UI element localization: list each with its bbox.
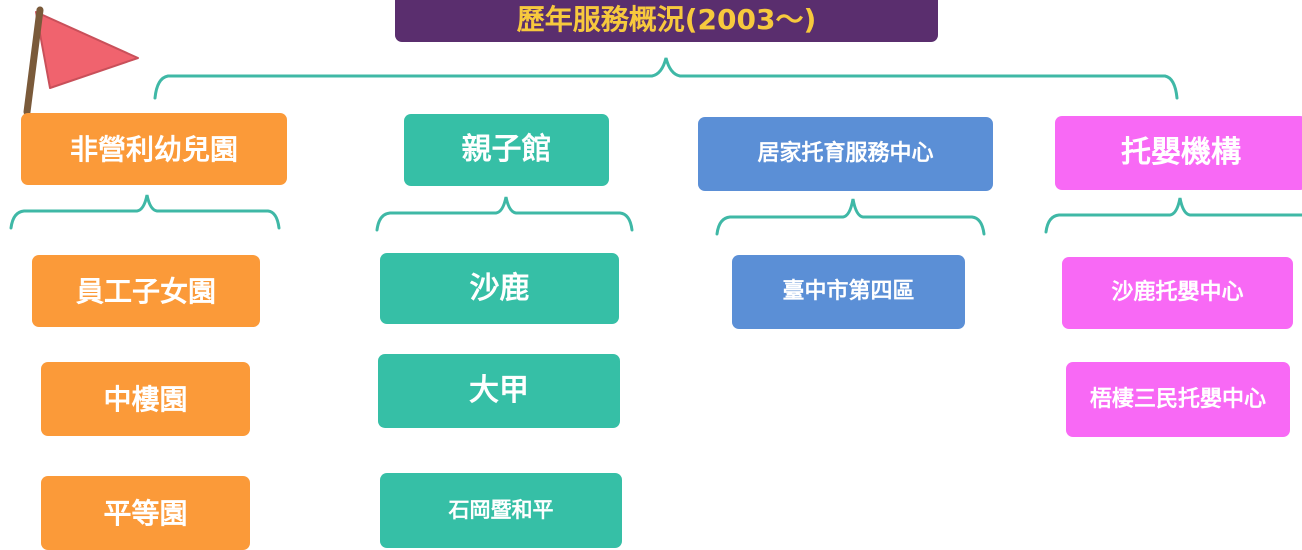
- item-shalu: 沙鹿: [380, 253, 619, 324]
- item-label: 石岡暨和平: [448, 498, 554, 523]
- item-wuqi-sanmin-infant-center: 梧棲三民托嬰中心: [1066, 362, 1290, 437]
- category-label: 托嬰機構: [1121, 135, 1241, 171]
- category-nonprofit-preschool: 非營利幼兒園: [21, 113, 287, 185]
- item-shalu-infant-center: 沙鹿托嬰中心: [1062, 257, 1293, 329]
- item-label: 平等園: [103, 496, 188, 530]
- item-shigang-heping: 石岡暨和平: [380, 473, 622, 548]
- item-label: 大甲: [469, 373, 529, 409]
- category-label: 非營利幼兒園: [69, 132, 238, 166]
- category-home-childcare-center: 居家托育服務中心: [698, 117, 993, 191]
- item-dajia: 大甲: [378, 354, 620, 428]
- category-infant-care: 托嬰機構: [1055, 116, 1302, 190]
- item-taichung-district-4: 臺中市第四區: [732, 255, 965, 329]
- item-label: 沙鹿: [469, 270, 530, 306]
- item-pingdeng-preschool: 平等園: [41, 476, 250, 550]
- item-employee-children-preschool: 員工子女園: [32, 255, 260, 327]
- item-label: 員工子女園: [75, 274, 216, 308]
- item-label: 臺中市第四區: [782, 279, 915, 305]
- item-label: 梧棲三民托嬰中心: [1089, 386, 1266, 412]
- diagram-title: 歷年服務概況(2003～): [395, 0, 938, 42]
- item-zhonglou-preschool: 中樓園: [41, 362, 250, 436]
- category-label: 親子館: [461, 132, 552, 168]
- item-label: 中樓園: [103, 382, 188, 416]
- category-label: 居家托育服務中心: [757, 141, 934, 167]
- item-label: 沙鹿托嬰中心: [1111, 280, 1244, 306]
- category-parent-child-center: 親子館: [404, 114, 609, 186]
